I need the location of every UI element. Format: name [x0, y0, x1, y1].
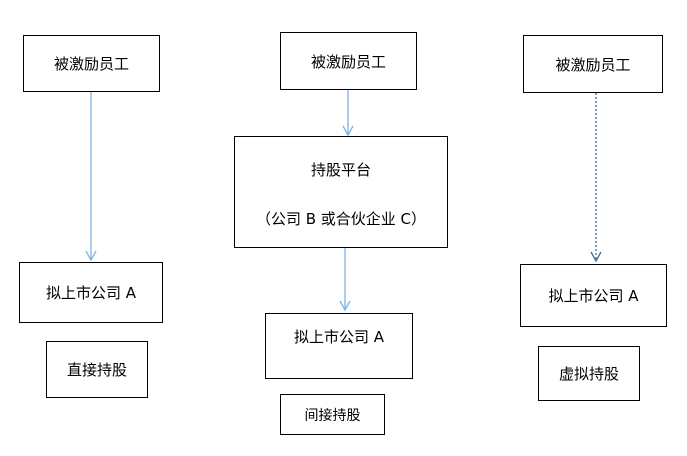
indirect-holding-caption-box: 间接持股 — [280, 394, 385, 435]
virtual-company-box: 拟上市公司 A — [520, 264, 667, 327]
holding-platform-title: 持股平台 — [310, 161, 371, 179]
virtual-holding-caption-box: 虚拟持股 — [538, 346, 640, 401]
arrow-indirect-employee-to-platform — [342, 90, 354, 137]
indirect-company-box: 拟上市公司 A — [265, 313, 413, 379]
virtual-holding-caption: 虚拟持股 — [558, 365, 619, 383]
arrow-indirect-platform-to-company — [339, 248, 351, 312]
holding-platform-box: 持股平台 （公司 B 或合伙企业 C） — [234, 136, 448, 248]
direct-holding-caption-box: 直接持股 — [46, 341, 148, 398]
direct-holding-caption: 直接持股 — [66, 361, 127, 379]
holding-platform-subtitle: （公司 B 或合伙企业 C） — [255, 210, 427, 228]
direct-company-box: 拟上市公司 A — [19, 262, 163, 323]
arrow-direct-employee-to-company — [85, 92, 97, 262]
indirect-company-label: 拟上市公司 A — [293, 328, 385, 346]
virtual-company-label: 拟上市公司 A — [548, 287, 639, 305]
indirect-employee-box: 被激励员工 — [280, 32, 417, 90]
direct-employee-box: 被激励员工 — [23, 35, 160, 92]
indirect-holding-caption: 间接持股 — [304, 407, 361, 424]
indirect-employee-label: 被激励员工 — [310, 52, 386, 71]
virtual-employee-box: 被激励员工 — [523, 35, 663, 93]
virtual-employee-label: 被激励员工 — [555, 55, 631, 74]
direct-company-label: 拟上市公司 A — [45, 284, 137, 302]
arrow-virtual-employee-to-company-dotted — [590, 93, 602, 263]
direct-employee-label: 被激励员工 — [53, 55, 129, 73]
